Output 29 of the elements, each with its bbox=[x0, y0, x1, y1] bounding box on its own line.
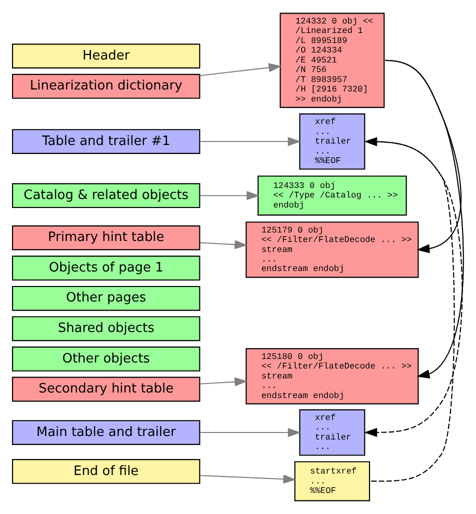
node-box: Table and trailer #1 bbox=[12, 129, 200, 154]
arrow bbox=[364, 137, 455, 482]
arrow bbox=[200, 63, 282, 76]
node-box: End of file bbox=[12, 459, 200, 484]
node-box: Shared objects bbox=[12, 316, 200, 342]
node-box: Header bbox=[12, 44, 200, 68]
node-box: Objects of page 1 bbox=[12, 256, 200, 281]
node-box: Secondary hint table bbox=[12, 376, 200, 402]
node-box: 124333 0 obj << /Type /Catalog ... >> endobj bbox=[258, 176, 407, 216]
node-box: Other objects bbox=[12, 346, 200, 372]
arrow bbox=[200, 377, 248, 386]
arrow bbox=[200, 474, 296, 484]
node-box: xref ... trailer ... %%EOF bbox=[299, 113, 366, 170]
arrow bbox=[200, 191, 260, 200]
node-box: 125179 0 obj << /Filter/FlateDecode ... >> stream ... endstream endobj bbox=[246, 222, 419, 278]
node-box: xref ... trailer ... bbox=[299, 409, 366, 456]
node-box: Catalog & related objects bbox=[12, 183, 200, 208]
arrow bbox=[200, 428, 301, 438]
node-box: Linearization dictionary bbox=[12, 74, 200, 99]
node-box: 125180 0 obj << /Filter/FlateDecode ... >> stream ... endstream endobj bbox=[246, 348, 419, 404]
arrow bbox=[200, 240, 248, 250]
node-box: Other pages bbox=[12, 286, 200, 311]
arrow bbox=[385, 60, 464, 378]
node-box: Primary hint table bbox=[12, 225, 200, 250]
arrow bbox=[364, 140, 463, 438]
node-box: startxref ... %%EOF bbox=[294, 461, 370, 502]
node-box: Main table and trailer bbox=[12, 420, 200, 445]
arrow bbox=[200, 136, 301, 146]
node-box: 124332 0 obj << /Linearized 1 /L 8995189 /O 124334 /E 49521 /N 756 /T 8983957 /H [2916 7320] >> endobj bbox=[280, 12, 385, 108]
